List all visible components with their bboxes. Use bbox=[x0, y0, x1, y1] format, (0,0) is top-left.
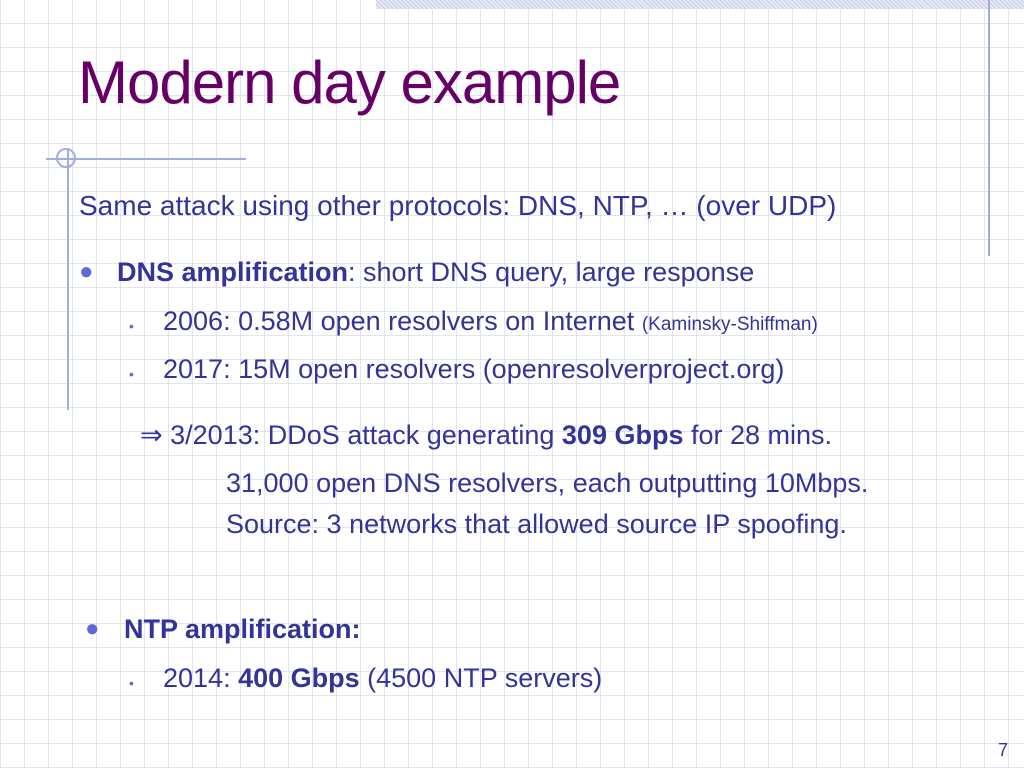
attack-line1-suffix: for 28 mins. bbox=[683, 420, 833, 450]
dns-item-text: 2006: 0.58M open resolvers on Internet bbox=[163, 306, 635, 336]
right-vertical-rule bbox=[988, 0, 990, 256]
attack-line-2: 31,000 open DNS resolvers, each outputti… bbox=[226, 468, 869, 498]
ntp-item-bold: 400 Gbps bbox=[238, 663, 360, 693]
ntp-item-suffix: (4500 NTP servers) bbox=[359, 663, 603, 693]
sub-bullet-icon: • bbox=[129, 318, 134, 334]
intro-text: Same attack using other protocols: DNS, … bbox=[79, 190, 837, 221]
dns-amplification-line: DNS amplification: short DNS query, larg… bbox=[117, 257, 754, 288]
implies-arrow-icon: ⇒ bbox=[140, 420, 163, 450]
ntp-heading: NTP amplification: bbox=[124, 614, 361, 644]
attack-line-1: ⇒ 3/2013: DDoS attack generating 309 Gbp… bbox=[140, 420, 832, 451]
title-underline-rule bbox=[46, 158, 246, 160]
left-vertical-rule bbox=[67, 150, 69, 410]
dns-heading: DNS amplification bbox=[117, 257, 349, 287]
attack-line-3: Source: 3 networks that allowed source I… bbox=[226, 509, 847, 539]
sub-bullet-icon: • bbox=[129, 675, 134, 691]
top-decorative-band bbox=[376, 0, 1024, 9]
dns-heading-suffix: : short DNS query, large response bbox=[348, 257, 755, 287]
dns-item-2006: 2006: 0.58M open resolvers on Internet (… bbox=[163, 306, 818, 337]
dns-item-text: 2017: 15M open resolvers (openresolverpr… bbox=[163, 354, 785, 384]
crosshair-icon bbox=[56, 148, 76, 168]
bullet-icon: ● bbox=[85, 615, 100, 642]
bullet-icon: ● bbox=[79, 258, 94, 285]
ntp-item-prefix: 2014: bbox=[163, 663, 239, 693]
dns-item-note: (Kaminsky-Shiffman) bbox=[641, 314, 818, 335]
ntp-item-2014: 2014: 400 Gbps (4500 NTP servers) bbox=[163, 663, 602, 694]
attack-line1-bold: 309 Gbps bbox=[561, 420, 684, 450]
attack-line1-prefix: 3/2013: DDoS attack generating bbox=[170, 420, 562, 450]
sub-bullet-icon: • bbox=[129, 366, 134, 382]
dns-item-2017: 2017: 15M open resolvers (openresolverpr… bbox=[163, 354, 784, 385]
slide-title: Modern day example bbox=[78, 49, 621, 116]
page-number: 7 bbox=[998, 740, 1009, 760]
